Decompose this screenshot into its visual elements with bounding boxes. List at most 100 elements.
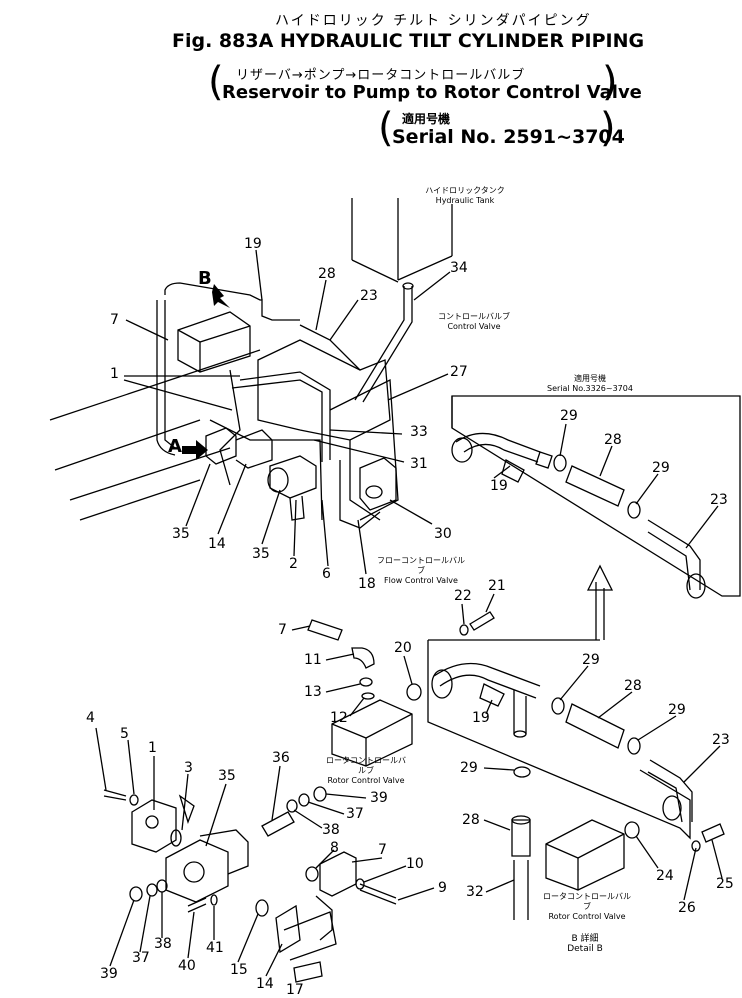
inset-nipple bbox=[535, 451, 553, 469]
bg-line-1 bbox=[49, 349, 261, 421]
inset-serial-label: 適用号機 Serial No.3326~3704 bbox=[547, 374, 633, 393]
leader-29c bbox=[559, 665, 589, 701]
subtitle-japanese: リザーバ→ポンプ→ロータコントロールバルブ bbox=[236, 68, 526, 83]
leader-35c bbox=[205, 783, 227, 847]
part-label-29: 29 bbox=[460, 760, 478, 776]
leader-26 bbox=[683, 847, 697, 901]
leader-23a bbox=[329, 299, 359, 341]
leader-23c bbox=[683, 745, 721, 783]
hose-28d bbox=[511, 819, 531, 857]
leader-23b bbox=[685, 505, 719, 549]
leader-32 bbox=[485, 879, 515, 893]
leader-29b bbox=[635, 473, 659, 505]
leader-29d bbox=[637, 715, 677, 741]
flange-block-1-hole bbox=[145, 815, 159, 829]
pipe-route-5 bbox=[219, 369, 241, 486]
detail-hose-28 bbox=[565, 703, 625, 749]
bolt-21 bbox=[469, 611, 495, 631]
leader-19a bbox=[255, 249, 263, 301]
part-label-23: 23 bbox=[712, 732, 730, 748]
leader-28b bbox=[599, 445, 613, 477]
arrow-up bbox=[586, 564, 614, 640]
pipe-7c bbox=[315, 895, 333, 941]
part-label-3: 3 bbox=[184, 760, 193, 776]
leader-36 bbox=[271, 765, 281, 821]
flange-block-1 bbox=[131, 799, 177, 853]
hose-34 bbox=[354, 286, 405, 401]
part-label-28: 28 bbox=[318, 266, 336, 282]
rotor-housing bbox=[257, 339, 391, 441]
o-ring-20 bbox=[406, 683, 422, 701]
part-label-17: 17 bbox=[286, 982, 304, 998]
view-b-arrow bbox=[212, 284, 230, 308]
part-label-10: 10 bbox=[406, 856, 424, 872]
inset-clamp-29a bbox=[553, 454, 567, 472]
part-label-33: 33 bbox=[410, 424, 428, 440]
pipe-19-top bbox=[164, 282, 300, 321]
hose-34-end bbox=[402, 282, 414, 290]
rotor-control-valve-1 bbox=[331, 699, 413, 767]
part-label-25: 25 bbox=[716, 876, 734, 892]
o-ring-3 bbox=[170, 829, 182, 847]
detail-flange-23 bbox=[662, 795, 682, 821]
part-13-nut bbox=[359, 677, 373, 687]
part-label-20: 20 bbox=[394, 640, 412, 656]
part-35-port bbox=[183, 861, 205, 883]
view-a-label: A bbox=[168, 436, 182, 457]
figure-title: Fig. 883A HYDRAULIC TILT CYLINDER PIPING bbox=[172, 30, 645, 52]
part-label-22: 22 bbox=[454, 588, 472, 604]
washer-41 bbox=[210, 894, 218, 906]
left-paren: ( bbox=[208, 59, 224, 105]
inset-pipe-19 bbox=[455, 432, 541, 453]
leader-28d bbox=[483, 819, 511, 831]
part-label-35: 35 bbox=[218, 768, 236, 784]
part-label-13: 13 bbox=[304, 684, 322, 700]
leader-27 bbox=[387, 373, 449, 401]
leader-35a bbox=[185, 463, 211, 527]
serial-japanese: 適用号機 bbox=[402, 112, 451, 126]
inset-clamp-29b bbox=[627, 501, 641, 519]
part-label-8: 8 bbox=[330, 840, 339, 856]
leader-1b bbox=[123, 379, 233, 411]
tank-line-4 bbox=[351, 259, 399, 283]
leader-35b bbox=[261, 489, 281, 545]
leader-2 bbox=[293, 499, 297, 557]
control-valve-top-edge bbox=[177, 325, 251, 343]
view-b-label: B bbox=[198, 268, 212, 289]
leader-10 bbox=[363, 865, 407, 883]
flow-control-valve-label: フローコントロールバルブ Flow Control Valve bbox=[377, 556, 465, 585]
part-label-29: 29 bbox=[652, 460, 670, 476]
part-label-18: 18 bbox=[358, 576, 376, 592]
o-ring-15 bbox=[255, 899, 269, 917]
leader-34 bbox=[413, 271, 451, 301]
clamp-29e bbox=[513, 766, 531, 778]
o-ring-24 bbox=[624, 821, 640, 839]
leader-24 bbox=[635, 835, 659, 869]
leader-7c bbox=[351, 857, 383, 863]
part-label-19: 19 bbox=[244, 236, 262, 252]
part-label-15: 15 bbox=[230, 962, 248, 978]
leader-15 bbox=[237, 913, 259, 963]
part-label-32: 32 bbox=[466, 884, 484, 900]
part-7-nipple bbox=[307, 619, 343, 641]
part-label-11: 11 bbox=[304, 652, 322, 668]
bg-line-2 bbox=[54, 419, 201, 471]
part-label-19: 19 bbox=[472, 710, 490, 726]
washer-26 bbox=[691, 840, 701, 852]
control-valve-label: コントロールバルブ Control Valve bbox=[438, 312, 510, 331]
part-label-29: 29 bbox=[560, 408, 578, 424]
part-11-elbow bbox=[351, 647, 375, 669]
leader-37b bbox=[139, 895, 151, 953]
detail-frame-left bbox=[427, 640, 691, 840]
leader-19c bbox=[485, 699, 493, 715]
detail-tee-stem-end bbox=[513, 730, 527, 738]
leader-6 bbox=[321, 499, 329, 567]
part-35-block bbox=[165, 839, 229, 903]
tank-line-5 bbox=[397, 255, 453, 281]
leader-31 bbox=[313, 439, 405, 463]
ring-39b bbox=[129, 886, 143, 902]
part-label-19: 19 bbox=[490, 478, 508, 494]
detail-pipe-19 bbox=[433, 662, 541, 687]
leader-39a bbox=[325, 793, 367, 799]
leader-14a bbox=[217, 463, 247, 535]
